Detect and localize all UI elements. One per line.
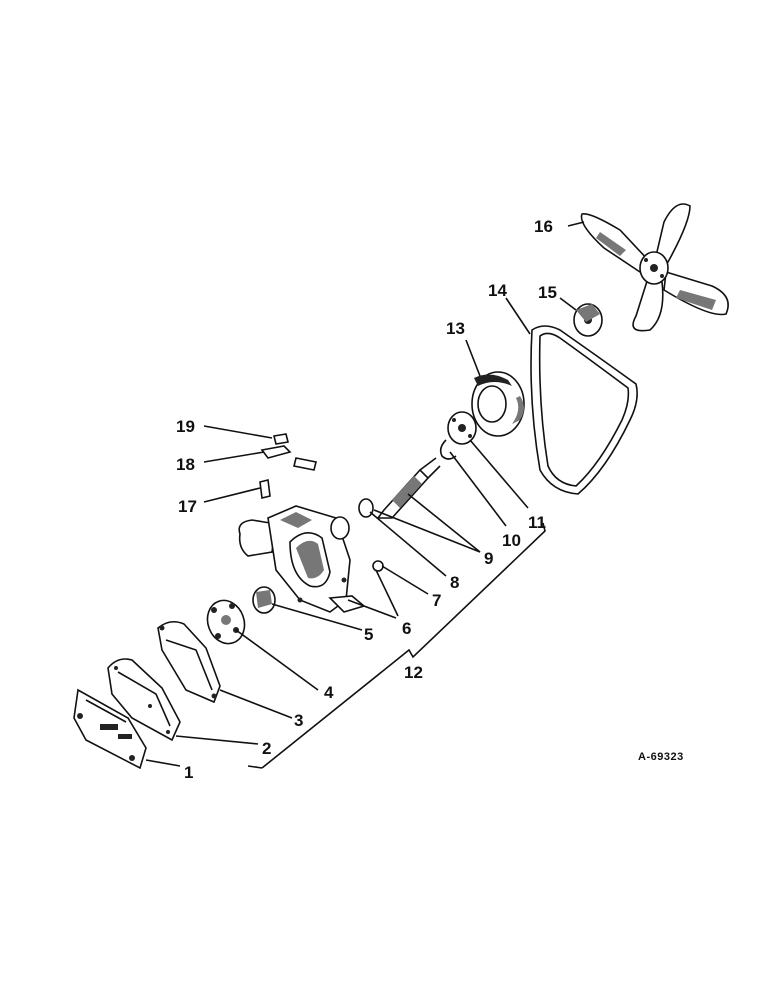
- part-19-clamp: [273, 433, 289, 445]
- callout-12: 12: [404, 663, 423, 682]
- part-14-v-belt: [530, 325, 638, 495]
- part-16-fan: [580, 203, 729, 332]
- callout-2: 2: [262, 739, 271, 758]
- callout-16: 16: [534, 217, 553, 236]
- callout-1: 1: [184, 763, 193, 782]
- callout-4: 4: [324, 683, 334, 702]
- part-1-cover-plate: [73, 688, 147, 770]
- callout-8: 8: [450, 573, 459, 592]
- part-18-fitting: [260, 445, 317, 471]
- part-11-hub: [447, 411, 477, 445]
- part-4-impeller-plate: [206, 599, 246, 645]
- part-13-pulley: [471, 371, 525, 437]
- part-9-shaft-bearing: [376, 457, 441, 519]
- drawing-reference-number: A-69323: [638, 751, 684, 763]
- part-10-snap-ring: [439, 439, 457, 460]
- assembly-12-bracket: [247, 522, 546, 769]
- part-3-plate: [157, 620, 221, 704]
- callout-11: 11: [528, 513, 546, 532]
- callout-15: 15: [538, 283, 557, 302]
- callout-3: 3: [294, 711, 303, 730]
- part-5-impeller: [252, 586, 276, 614]
- callout-6: 6: [402, 619, 411, 638]
- part-17-elbow: [259, 479, 271, 499]
- callout-5: 5: [364, 625, 373, 644]
- callout-9: 9: [484, 549, 493, 568]
- callout-18: 18: [176, 455, 195, 474]
- part-15-fan-spacer: [573, 303, 603, 337]
- callout-19: 19: [176, 417, 195, 436]
- callout-13: 13: [446, 319, 465, 338]
- leader-lines: [145, 221, 585, 767]
- part-2-gasket: [107, 658, 181, 742]
- part-8-seal-washer: [358, 498, 374, 518]
- callout-7: 7: [432, 591, 441, 610]
- callout-labels: 1 2 3 4 5 6 7 8 9 10 11 12 13 14 15 16 1…: [176, 217, 557, 782]
- callout-17: 17: [178, 497, 197, 516]
- callout-14: 14: [488, 281, 507, 300]
- part-7-seal: [372, 560, 384, 572]
- callout-10: 10: [502, 531, 521, 550]
